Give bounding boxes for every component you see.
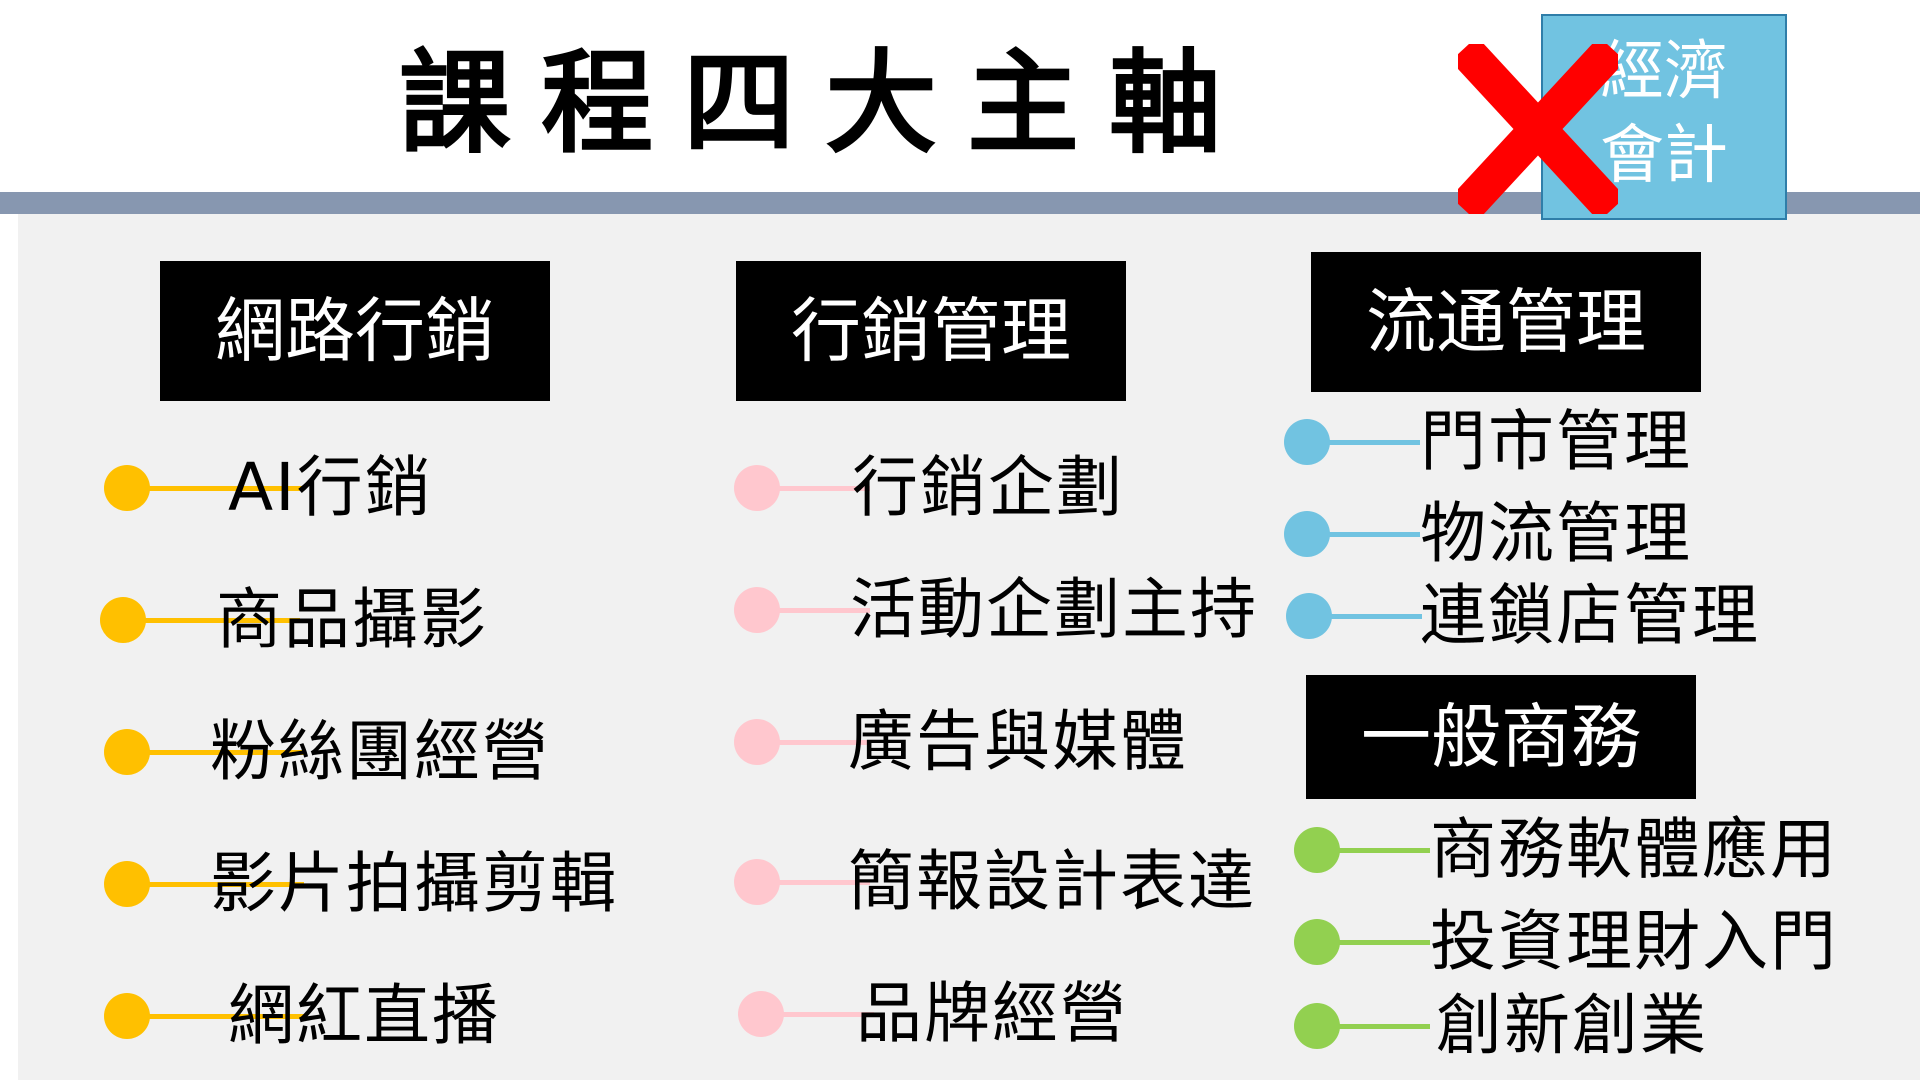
header-general-business: 一般商務 xyxy=(1306,675,1696,799)
bullet-line xyxy=(1330,848,1430,853)
item-label: 商品攝影 xyxy=(216,581,488,658)
header-distribution-management: 流通管理 xyxy=(1311,252,1701,392)
item-label: 投資理財入門 xyxy=(1430,903,1838,980)
item-label: 連鎖店管理 xyxy=(1420,577,1760,654)
bullet-line xyxy=(774,1012,874,1017)
item-label: 活動企劃主持 xyxy=(850,571,1258,648)
bullet-line xyxy=(770,486,870,491)
bullet-line xyxy=(140,1014,304,1019)
crossed-out-topic-line-2: 會計 xyxy=(1600,119,1728,193)
bullet-line xyxy=(1322,614,1422,619)
item-label: 物流管理 xyxy=(1420,495,1692,572)
item-label: 影片拍攝剪輯 xyxy=(210,845,618,922)
bullet-line xyxy=(770,880,870,885)
cross-icon xyxy=(1458,44,1618,214)
item-label: 門市管理 xyxy=(1420,403,1692,480)
bullet-line xyxy=(140,750,304,755)
bullet-line xyxy=(1330,1024,1430,1029)
header-marketing-management: 行銷管理 xyxy=(736,261,1126,401)
bullet-line xyxy=(1320,532,1420,537)
bullet-line xyxy=(140,882,304,887)
item-label: 粉絲團經營 xyxy=(210,713,550,790)
bullet-line xyxy=(1330,940,1430,945)
header-online-marketing: 網路行銷 xyxy=(160,261,550,401)
bullet-line xyxy=(770,608,870,613)
item-label: 行銷企劃 xyxy=(852,449,1124,526)
page-title: 課程四大主軸 xyxy=(399,39,1251,169)
bullet-line xyxy=(140,486,304,491)
title-divider xyxy=(0,192,1920,214)
bullet-line xyxy=(770,740,870,745)
item-label: AI行銷 xyxy=(228,449,433,526)
item-label: 簡報設計表達 xyxy=(848,843,1256,920)
item-label: 網紅直播 xyxy=(228,977,500,1054)
item-label: 品牌經營 xyxy=(856,975,1128,1052)
bullet-line xyxy=(136,618,300,623)
item-label: 商務軟體應用 xyxy=(1430,811,1838,888)
item-label: 創新創業 xyxy=(1436,987,1708,1064)
bullet-line xyxy=(1320,440,1420,445)
item-label: 廣告與媒體 xyxy=(848,703,1188,780)
crossed-out-topic-line-1: 經濟 xyxy=(1600,35,1728,109)
